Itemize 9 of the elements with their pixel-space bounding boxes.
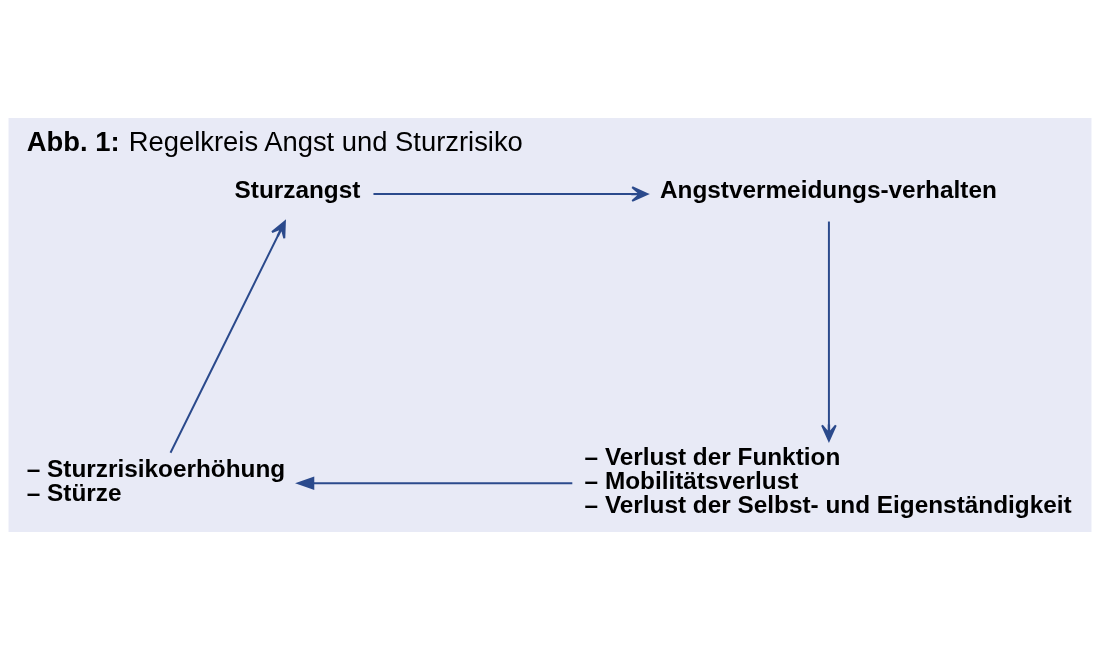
arrow [372,186,649,202]
node-text: – Sturzrisikoerhöhung – Stürze [26,454,286,507]
arrow [821,220,837,442]
node-text: Sturzangst [234,176,361,204]
diagram-title: Abb. 1: Regelkreis Angst und Sturzrisiko [26,125,523,157]
arrow [295,476,574,490]
node-text: Angstvermeidungs-verhalten [659,176,997,204]
arrow [169,220,286,454]
node-text: – Verlust der Funktion – Mobilitätsverlust – Verlust der Selbst- und Eigenständigkeit [584,442,1072,519]
